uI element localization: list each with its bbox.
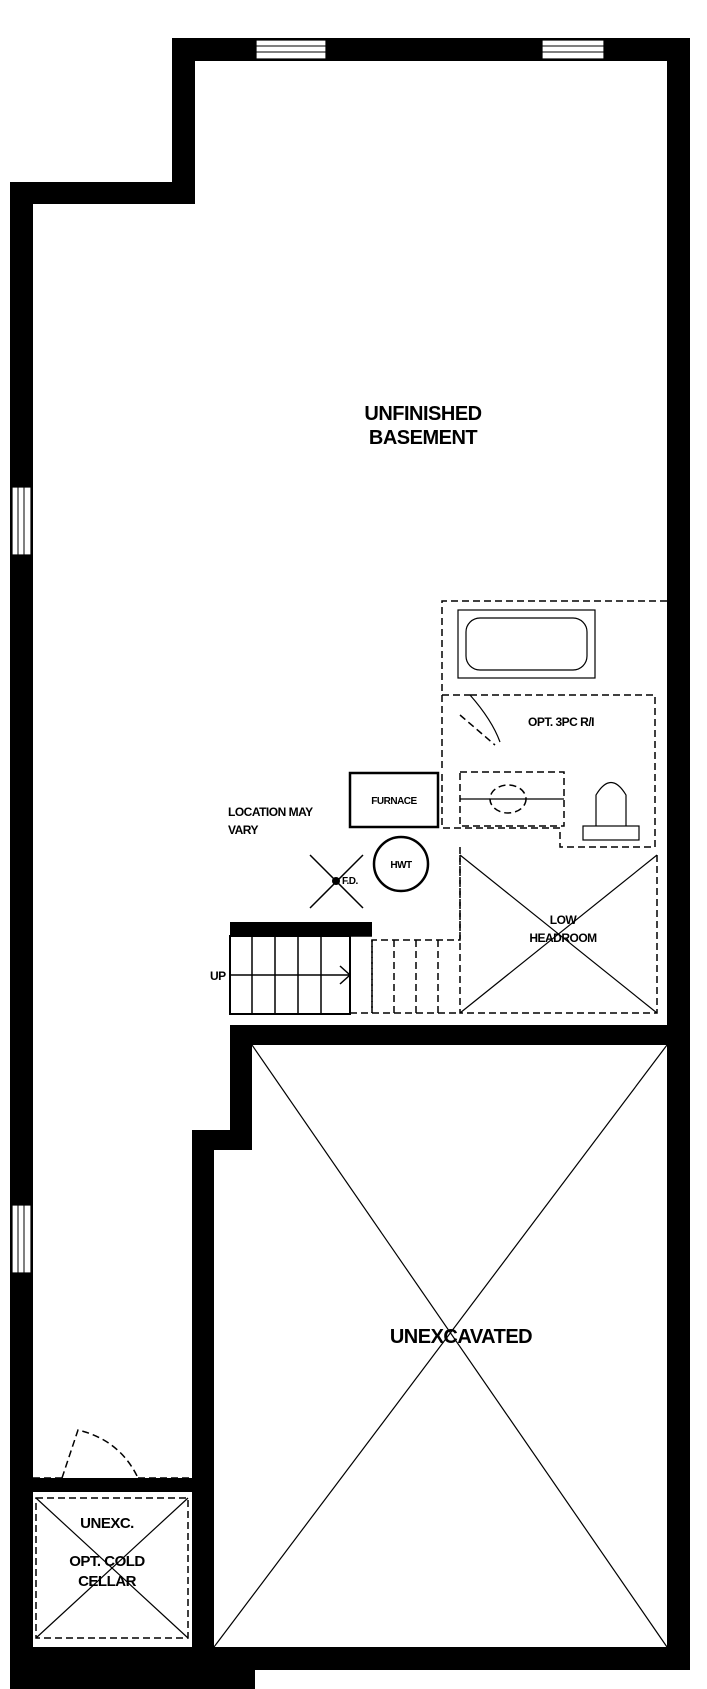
- wall-right: [667, 38, 690, 1670]
- label-main-line2: BASEMENT: [369, 427, 478, 449]
- low-headroom-area: [459, 854, 658, 1014]
- wall-partition-vertical-1: [230, 1025, 252, 1150]
- stair: [229, 935, 460, 1015]
- label-cellar-line1: UNEXC.: [80, 1515, 134, 1532]
- label-cellar-line2: OPT. COLD: [69, 1553, 145, 1570]
- bathroom-door-swing: [469, 694, 501, 743]
- label-location-line2: VARY: [228, 823, 259, 837]
- label-low-line1: LOW: [550, 913, 578, 927]
- cellar-door-swing: [61, 1429, 139, 1479]
- furnace-box: [348, 771, 440, 829]
- label-fd: F.D.: [342, 876, 359, 887]
- label-furnace: FURNACE: [371, 796, 417, 807]
- optional-bathroom: [441, 600, 667, 848]
- wall-step-upper: [172, 38, 195, 204]
- wall-left: [10, 182, 33, 1670]
- window-top-2: [541, 39, 605, 60]
- window-top-1: [255, 39, 327, 60]
- wall-top: [172, 38, 690, 61]
- wall-partition-horizontal: [230, 1025, 690, 1045]
- wall-cellar-top: [10, 1478, 214, 1492]
- bathtub-outline: [457, 609, 596, 679]
- window-left-1: [11, 486, 32, 556]
- floor-drain: [309, 854, 364, 909]
- sink: [489, 784, 527, 814]
- label-hwt: HWT: [390, 860, 412, 871]
- wall-bottom-jog: [10, 1655, 255, 1689]
- label-location-line1: LOCATION MAY: [228, 805, 313, 819]
- label-cellar-line3: CELLAR: [78, 1573, 136, 1590]
- label-unexcavated: UNEXCAVATED: [390, 1326, 532, 1348]
- cold-cellar: [33, 1429, 192, 1639]
- exterior-walls: [10, 38, 690, 1689]
- hwt-circle: [372, 835, 430, 893]
- toilet-bowl: [595, 781, 627, 826]
- toilet-tank: [582, 825, 640, 841]
- window-left-2: [11, 1204, 32, 1274]
- wall-stair-top: [230, 922, 372, 936]
- label-spc: OPT. 3PC R/I: [528, 715, 594, 729]
- unexcavated-area: [213, 1044, 668, 1648]
- label-main-line1: UNFINISHED: [364, 403, 481, 425]
- wall-partition-vertical-2: [192, 1130, 214, 1670]
- windows: [11, 39, 605, 1274]
- bathtub-basin: [465, 617, 588, 671]
- label-stair-up: UP: [210, 969, 226, 983]
- wall-step-horizontal: [10, 182, 195, 204]
- label-low-line2: HEADROOM: [529, 931, 597, 945]
